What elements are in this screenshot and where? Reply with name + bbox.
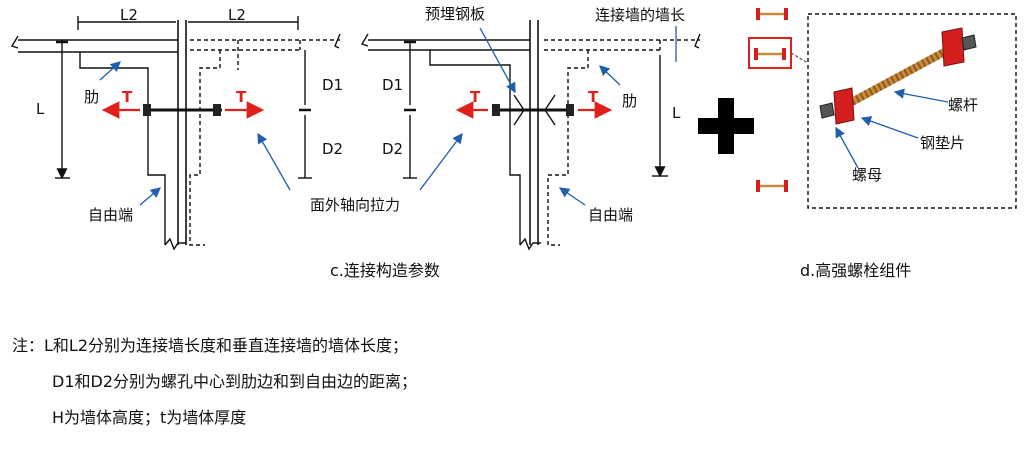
label-nut: 螺母 — [852, 166, 883, 184]
pointer-tension-middle — [419, 132, 463, 191]
pointer-tension — [257, 132, 291, 191]
note-line-3: H为墙体高度；t为墙体厚度 — [52, 408, 247, 427]
bolt-thumbnail-top — [756, 8, 788, 20]
label-l-left: L — [36, 100, 45, 118]
bolt-thumbnail-middle — [754, 48, 786, 60]
nut-right — [961, 34, 977, 51]
pointer-nut — [835, 126, 859, 169]
plus-icon — [698, 98, 754, 154]
washer-right — [941, 27, 965, 67]
label-d2-middle: D2 — [382, 140, 404, 158]
label-l2-right: L2 — [228, 6, 246, 24]
label-wall-length: 连接墙的墙长 — [595, 6, 686, 24]
pointer-free-end-left — [139, 187, 161, 206]
label-l2-left: L2 — [120, 6, 138, 24]
label-d1-middle: D1 — [382, 76, 404, 94]
bolt-thumbnail-bottom — [756, 180, 788, 192]
label-t-middle-b: T — [588, 88, 599, 106]
label-d1-left: D1 — [322, 76, 344, 94]
pointer-rib-left — [99, 61, 121, 81]
label-free-end-left: 自由端 — [88, 206, 134, 224]
middle-connection-diagram — [360, 20, 701, 251]
label-embedded-plate: 预埋钢板 — [425, 5, 486, 23]
zoom-connector — [790, 52, 809, 64]
left-connection-diagram — [10, 16, 341, 251]
label-rib-left: 肋 — [84, 88, 100, 106]
caption-c: c.连接构造参数 — [330, 261, 440, 280]
bolt-detail — [819, 27, 977, 125]
label-out-of-plane-tension: 面外轴向拉力 — [310, 196, 401, 214]
pointer-washer — [860, 116, 919, 139]
label-t-left-b: T — [236, 88, 247, 106]
middle-bolt-nuts — [492, 104, 574, 116]
washer-left — [833, 87, 855, 125]
label-l-middle: L — [672, 104, 681, 122]
bolt-detail-box — [807, 13, 1017, 209]
caption-d: d.高强螺栓组件 — [800, 261, 912, 280]
pointer-free-end-middle — [558, 187, 586, 206]
label-t-left-a: T — [122, 88, 133, 106]
note-line-2: D1和D2分别为螺孔中心到肋边和到自由边的距离； — [52, 372, 418, 391]
left-bolt-nuts — [143, 104, 221, 116]
nut-left — [819, 102, 835, 119]
label-screw: 螺杆 — [948, 96, 979, 114]
pointer-screw — [893, 88, 949, 103]
label-rib-middle: 肋 — [622, 92, 638, 110]
label-free-end-middle: 自由端 — [588, 206, 634, 224]
label-t-middle-a: T — [470, 88, 481, 106]
label-steel-washer: 钢垫片 — [920, 134, 966, 152]
pointer-embedded-plate — [479, 27, 516, 94]
label-d2-left: D2 — [322, 140, 344, 158]
note-line-1: 注：L和L2分别为连接墙长度和垂直连接墙的墙体长度； — [12, 336, 409, 355]
pointer-rib-middle — [599, 65, 621, 86]
